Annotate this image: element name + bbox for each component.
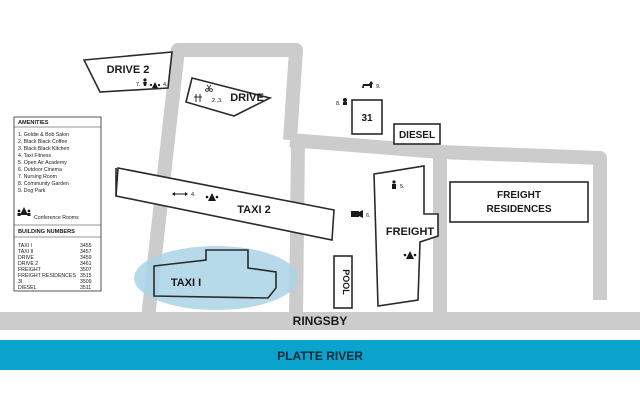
conference-room-icon <box>403 251 417 259</box>
building-taxi-2[interactable]: TAXI 2 4. <box>115 167 335 241</box>
fork-knife-icon <box>194 94 202 102</box>
road-north-connector <box>289 133 607 300</box>
amenity-1: 1. Goldie & Bob Salon <box>18 132 69 138</box>
amenity-9: 9. Dog Park <box>18 188 46 194</box>
bldg-num-7: 3509 <box>80 279 92 285</box>
ringsby-street <box>0 312 640 330</box>
scissors-icon <box>205 84 213 92</box>
amenity-6: 6. Outdoor Cinema <box>18 167 62 173</box>
marker-4b: 4. <box>191 192 196 198</box>
marker-5: 5. <box>400 184 405 190</box>
bldg-num-4: 3461 <box>80 261 92 267</box>
marker-7: 7. <box>136 82 141 88</box>
bldg-name-3: DRIVE <box>18 255 34 261</box>
building-taxi-1[interactable]: TAXI I <box>153 249 277 299</box>
plant-icon <box>343 98 347 105</box>
bldg-num-2: 3457 <box>80 249 92 255</box>
bldg-name-6: FREIGHT RESIDENCES <box>18 273 76 279</box>
pool-label: POOL <box>341 269 351 295</box>
building-pool[interactable]: POOL <box>333 255 353 309</box>
legend: AMENITIES 1. Goldie & Bob Salon 2. Black… <box>13 116 102 292</box>
amenity-2: 2. Black Black Coffee <box>18 139 67 145</box>
platte-river-label: PLATTE RIVER <box>277 349 363 363</box>
marker-4a: 4. <box>163 82 168 88</box>
nursing-room-icon <box>143 78 147 86</box>
diesel-label: DIESEL <box>399 130 435 141</box>
conference-room-icon <box>17 207 31 216</box>
building-drive-2[interactable]: DRIVE 2 7. 4. <box>82 51 173 93</box>
ringsby-label: RINGSBY <box>293 314 348 328</box>
bldg-name-7: 3I <box>18 279 22 285</box>
building-31[interactable]: 31 <box>351 99 383 135</box>
bldg-name-8: DIESEL <box>18 285 37 291</box>
building-freight[interactable]: FREIGHT 5. <box>373 165 439 307</box>
taxi-1-label: TAXI I <box>171 277 201 289</box>
freight-residences-label-1: FREIGHT <box>497 190 541 201</box>
amenity-3: 3. Black Black Kitchen <box>18 146 69 152</box>
drive-label: DRIVE <box>230 92 264 104</box>
legend-frame <box>13 116 102 292</box>
drive-2-label: DRIVE 2 <box>107 64 150 76</box>
legend-amenities-title: AMENITIES <box>18 120 49 126</box>
conference-label: Conference Rooms <box>34 215 79 221</box>
conference-room-icon <box>205 193 219 201</box>
bldg-name-1: TAXI I <box>18 243 32 249</box>
marker-6: 6. <box>366 213 371 219</box>
taxi-1-highlight <box>134 246 298 310</box>
building-freight-residences[interactable]: FREIGHT RESIDENCES <box>449 181 589 223</box>
camera-icon <box>351 210 363 218</box>
bldg-num-8: 3511 <box>80 285 91 291</box>
platte-river <box>0 340 640 370</box>
bldg-name-2: TAXI II <box>18 249 33 255</box>
bldg-name-4: DRIVE 2 <box>18 261 38 267</box>
conference-room-icon <box>149 82 161 88</box>
building-diesel[interactable]: DIESEL <box>393 123 441 145</box>
amenity-4: 4. Taxi Fitness <box>18 153 51 159</box>
building-numbers-title: BUILDING NUMBERS <box>18 229 75 235</box>
dog-icon <box>362 81 373 88</box>
building-drive[interactable]: DRIVE 2.,3. <box>185 77 273 117</box>
amenity-5: 5. Open Air Academy <box>18 160 67 166</box>
person-icon <box>392 180 396 189</box>
bldg-num-6: 3515 <box>80 273 92 279</box>
marker-9: 9. <box>376 84 381 90</box>
taxi-2-label: TAXI 2 <box>237 204 270 216</box>
freight-residences-label-2: RESIDENCES <box>486 204 551 215</box>
bldg-num-1: 3455 <box>80 243 92 249</box>
bldg-name-5: FREIGHT <box>18 267 42 273</box>
building-31-label: 31 <box>361 113 373 124</box>
marker-8: 8. <box>336 101 341 107</box>
arrows-icon <box>172 192 188 196</box>
bldg-num-5: 3507 <box>80 267 92 273</box>
amenity-8: 8. Community Garden <box>18 181 69 187</box>
marker-2-3: 2.,3. <box>212 98 223 104</box>
freight-label: FREIGHT <box>386 226 435 238</box>
amenity-7: 7. Nursing Room <box>18 174 57 180</box>
bldg-num-3: 3459 <box>80 255 92 261</box>
